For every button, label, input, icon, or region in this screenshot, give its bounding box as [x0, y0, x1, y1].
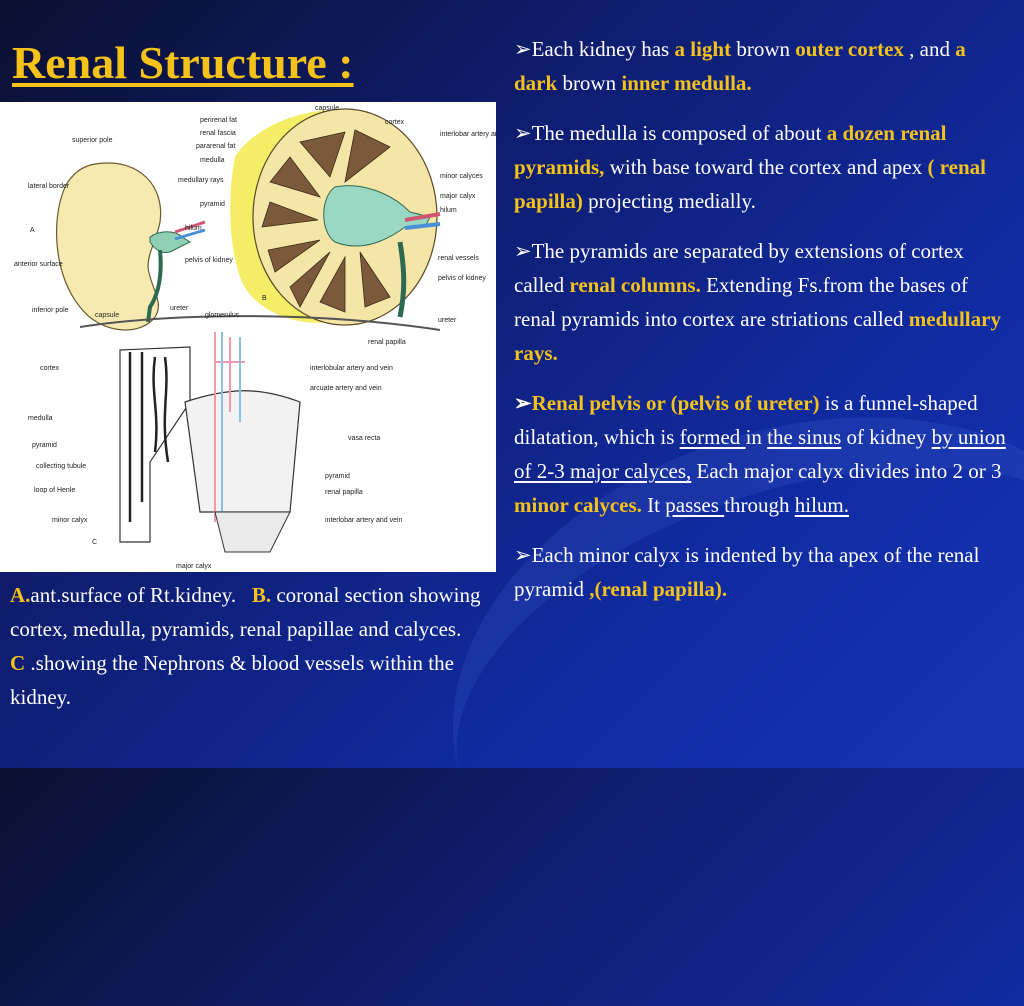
label-loop-of-henle: loop of Henle — [34, 487, 75, 494]
label-vasa-recta: vasa recta — [348, 435, 380, 442]
label-letter-c: C — [92, 539, 97, 546]
label-renal-papilla-c: renal papilla — [325, 489, 363, 496]
bullet-3-highlight-1: renal columns. — [569, 273, 701, 297]
bullet-2: ➢The medulla is composed of about a doze… — [514, 116, 1014, 218]
label-renal-vessels: renal vessels — [438, 255, 479, 262]
label-medulla-c: medulla — [28, 415, 53, 422]
bullet-list: ➢Each kidney has a light brown outer cor… — [514, 32, 1014, 622]
bullet-1-highlight-4: inner medulla. — [621, 71, 752, 95]
label-cortex-b: cortex — [385, 119, 405, 126]
bullet-1: ➢Each kidney has a light brown outer cor… — [514, 32, 1014, 100]
arrow-bullet-icon: ➢ — [514, 239, 532, 263]
label-pelvis-a: pelvis of kidney — [185, 257, 233, 264]
label-pyramid-b: pyramid — [200, 201, 225, 208]
bullet-3: ➢The pyramids are separated by extension… — [514, 234, 1014, 370]
caption-label-b: B. — [251, 583, 272, 607]
bullet-4-text-4: Each major calyx divides into 2 or 3 — [691, 459, 1002, 483]
kidney-figure: superior pole lateral border A anterior … — [0, 102, 496, 572]
label-capsule-c: capsule — [95, 312, 119, 319]
bullet-4-underline-3: by union of 2-3 major calyces, — [514, 425, 1006, 483]
label-interlobular: interlobular artery and vein — [310, 365, 393, 372]
label-renal-fascia: renal fascia — [200, 130, 236, 137]
bullet-3-highlight-2: medullary rays. — [514, 307, 1001, 365]
arrow-bullet-icon: ➢ — [514, 37, 532, 61]
label-inferior-pole: inferior pole — [32, 307, 69, 314]
caption-text-a: ant.surface of Rt.kidney. — [30, 583, 237, 607]
bullet-1-text-2: brown — [731, 37, 796, 61]
caption-label-a: A. — [10, 583, 31, 607]
bullet-4-underline-5: hilum. — [794, 493, 850, 517]
label-medulla-b: medulla — [200, 157, 225, 164]
label-pyramid-c: pyramid — [32, 442, 57, 449]
kidney-diagram: superior pole lateral border A anterior … — [14, 105, 496, 570]
label-letter-b: B — [262, 295, 267, 302]
bullet-5: ➢Each minor calyx is indented by tha ape… — [514, 538, 1014, 606]
panel-b: capsule perirenal fat renal fascia parar… — [178, 105, 496, 346]
panel-c: capsule glomerulus cortex interlobular a… — [28, 312, 441, 570]
arrow-bullet-icon: ➢ — [514, 121, 532, 145]
label-perirenal-fat: perirenal fat — [200, 117, 237, 124]
bullet-4-text-3: of kidney — [841, 425, 932, 449]
bullet-2-text-1: The medulla is composed of about — [531, 121, 827, 145]
bullet-1-text-3: , and — [903, 37, 956, 61]
bullet-5-highlight-1: ,(renal papilla). — [589, 577, 728, 601]
label-ureter-a: ureter — [170, 305, 189, 312]
arrow-bullet-icon: ➢ — [514, 543, 532, 567]
bullet-1-text-4: brown — [557, 71, 622, 95]
label-minor-calyces: minor calyces — [440, 173, 483, 180]
panel-a: superior pole lateral border A anterior … — [14, 137, 233, 331]
label-hilum-a: hilum — [185, 225, 202, 232]
bullet-2-highlight-1: a dozen renal pyramids, — [514, 121, 947, 179]
bullet-4-underline-4: passes — [665, 493, 725, 517]
bullet-1-highlight-2: outer cortex — [795, 37, 904, 61]
label-major-calyx-b: major calyx — [440, 193, 476, 200]
bullet-3-text-2: Extending Fs.from the bases of renal pyr… — [514, 273, 968, 331]
label-letter-a: A — [30, 227, 35, 234]
label-interlobar-c: interlobar artery and vein — [325, 517, 403, 524]
bullet-4: ➢Renal pelvis or (pelvis of ureter) is a… — [514, 386, 1014, 522]
label-pyramid-c2: pyramid — [325, 473, 350, 480]
label-capsule-b: capsule — [315, 105, 339, 112]
label-glomerulus: glomerulus — [205, 312, 240, 319]
bullet-4-text-1: is a funnel-shaped dilatation, which is — [514, 391, 978, 449]
bullet-3-text-1: The pyramids are separated by extensions… — [514, 239, 964, 297]
label-ureter-b: ureter — [438, 317, 457, 324]
label-hilum-b: hilum — [440, 207, 457, 214]
label-collecting-tubule: collecting tubule — [36, 463, 86, 470]
caption-text-c: .showing the Nephrons & blood vessels wi… — [10, 651, 454, 709]
bullet-4-text-2: in — [745, 425, 768, 449]
bullet-4-text-6: through — [724, 493, 795, 517]
bullet-4-text-5: It — [641, 493, 666, 517]
bullet-1-highlight-3: a dark — [514, 37, 966, 95]
bullet-1-highlight-1: a light — [674, 37, 732, 61]
label-pararenal-fat: pararenal fat — [196, 143, 235, 150]
caption-label-c: C — [10, 651, 26, 675]
label-anterior-surface: anterior surface — [14, 261, 63, 268]
label-minor-calyx: minor calyx — [52, 517, 88, 524]
bullet-2-text-3: projecting medially. — [582, 189, 756, 213]
bullet-2-highlight-2: ( renal papilla) — [514, 155, 987, 213]
label-renal-papilla-b: renal papilla — [368, 339, 406, 346]
bullet-5-text-1: Each minor calyx is indented by tha apex… — [514, 543, 980, 601]
bullet-2-text-2: with base toward the cortex and apex — [604, 155, 928, 179]
bullet-4-underline-1: formed — [679, 425, 746, 449]
label-major-calyx-c: major calyx — [176, 563, 212, 570]
label-interlobar-b: interlobar artery and vein — [440, 131, 496, 138]
bullet-4-underline-2: the sinus — [767, 425, 842, 449]
label-pelvis-b: pelvis of kidney — [438, 275, 486, 282]
bullet-1-text-1: Each kidney has — [531, 37, 675, 61]
label-lateral-border: lateral border — [28, 183, 70, 190]
label-cortex-c: cortex — [40, 365, 60, 372]
bullet-4-highlight-1: Renal pelvis or (pelvis of ureter) — [531, 391, 820, 415]
bullet-4-highlight-2: minor calyces. — [514, 493, 642, 517]
label-medullary-rays: medullary rays — [178, 177, 224, 184]
label-superior-pole: superior pole — [72, 137, 113, 144]
slide-title: Renal Structure : — [12, 37, 354, 88]
label-arcuate: arcuate artery and vein — [310, 385, 382, 392]
caption-text-b: coronal section showing cortex, medulla,… — [10, 583, 481, 641]
figure-caption: A.ant.surface of Rt.kidney. B. coronal s… — [10, 578, 496, 714]
arrow-bullet-icon: ➢ — [514, 391, 532, 415]
